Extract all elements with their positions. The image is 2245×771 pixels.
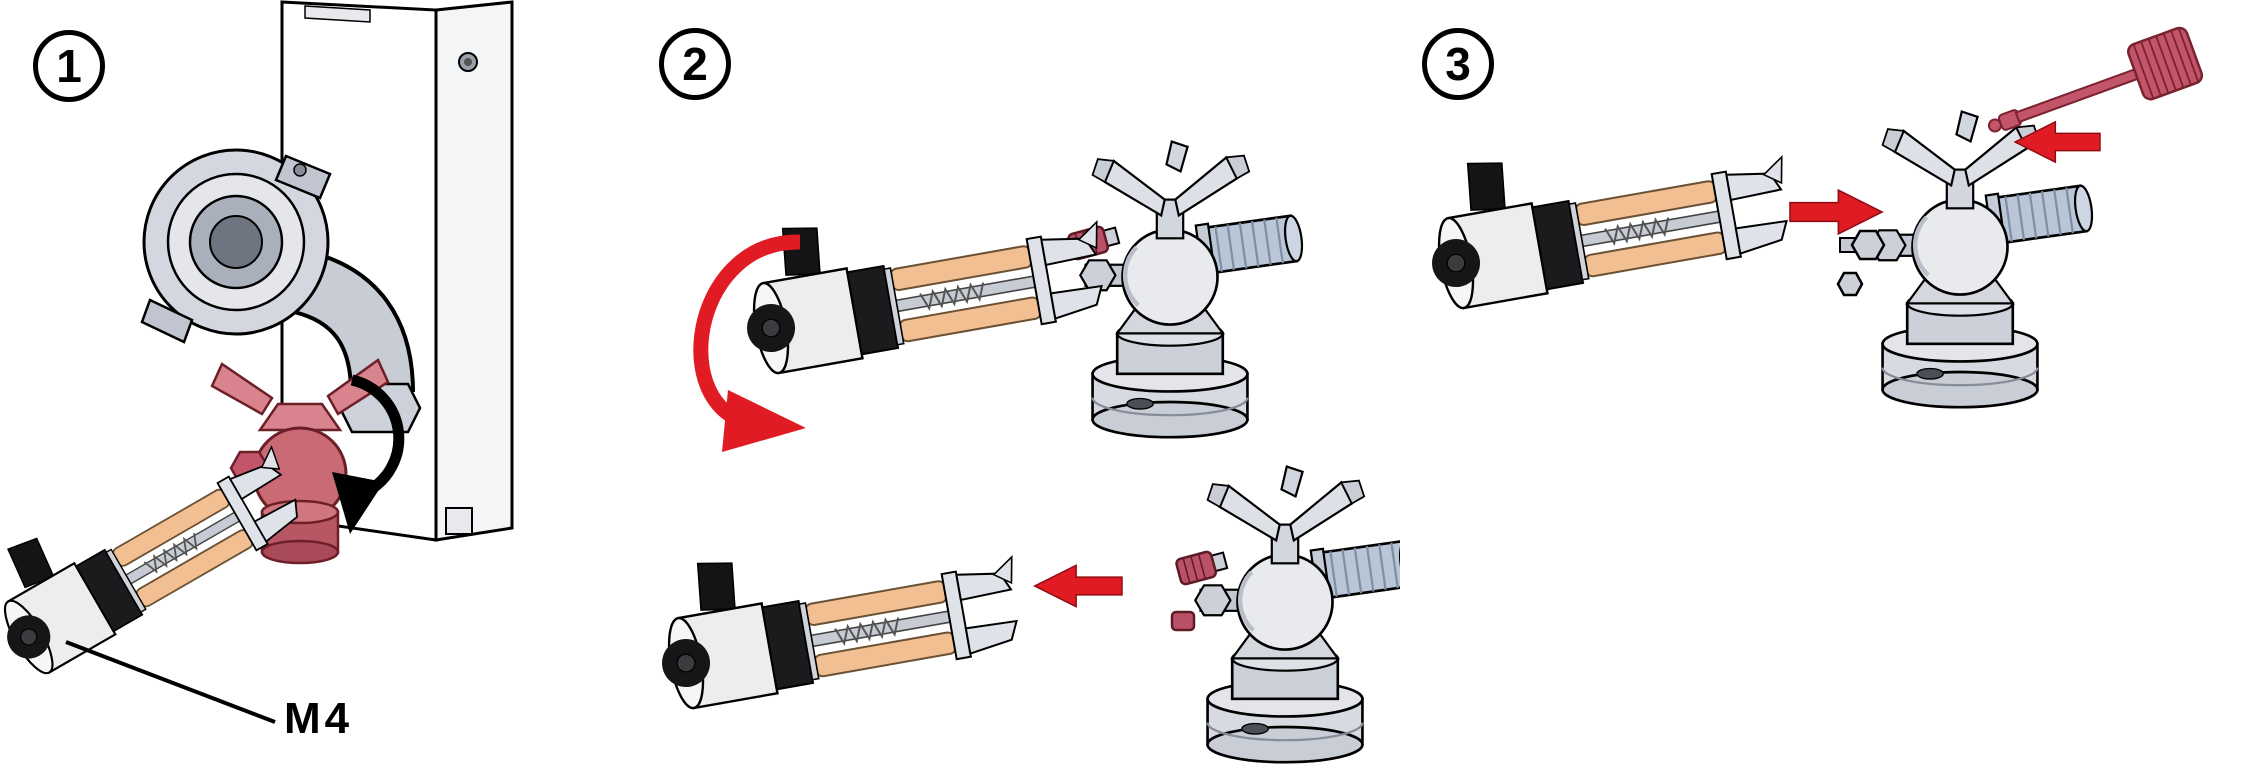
m4-callout-label: M4 (284, 694, 354, 743)
red-cap-step2-bottom (1170, 610, 1196, 632)
step-1-badge: 1 (33, 30, 105, 102)
red-knob-step2-bottom (1174, 546, 1230, 587)
valve-step2-top (1080, 142, 1305, 438)
step-3-badge: 3 (1422, 28, 1494, 100)
step-2-illustration (644, 0, 1400, 771)
step-2-rotate-scene (693, 142, 1305, 452)
m4-leader-line (65, 640, 276, 724)
arrow-left-step2 (1033, 564, 1123, 608)
tool-step2-top (729, 173, 1115, 379)
tool-step3 (1414, 108, 1800, 314)
tool-step2-bottom (644, 508, 1030, 714)
step-3-illustration (1414, 26, 2204, 771)
rotation-arrow-red (693, 234, 806, 452)
valve-step2-bottom (1195, 467, 1400, 763)
step-3-install-scene (1414, 26, 2204, 408)
step-1-illustration (0, 0, 514, 724)
exploded-fasteners (1836, 229, 1886, 297)
rotation-arrow-black (332, 374, 405, 534)
red-plug-tool (1987, 26, 2204, 133)
valve-step3 (1870, 112, 2095, 408)
arrow-right-step3 (1789, 189, 1883, 235)
step-2-remove-scene (644, 467, 1400, 763)
valve-highlighted-red (210, 358, 390, 565)
step-2-badge: 2 (659, 28, 731, 100)
elbow-fitting (140, 148, 422, 434)
